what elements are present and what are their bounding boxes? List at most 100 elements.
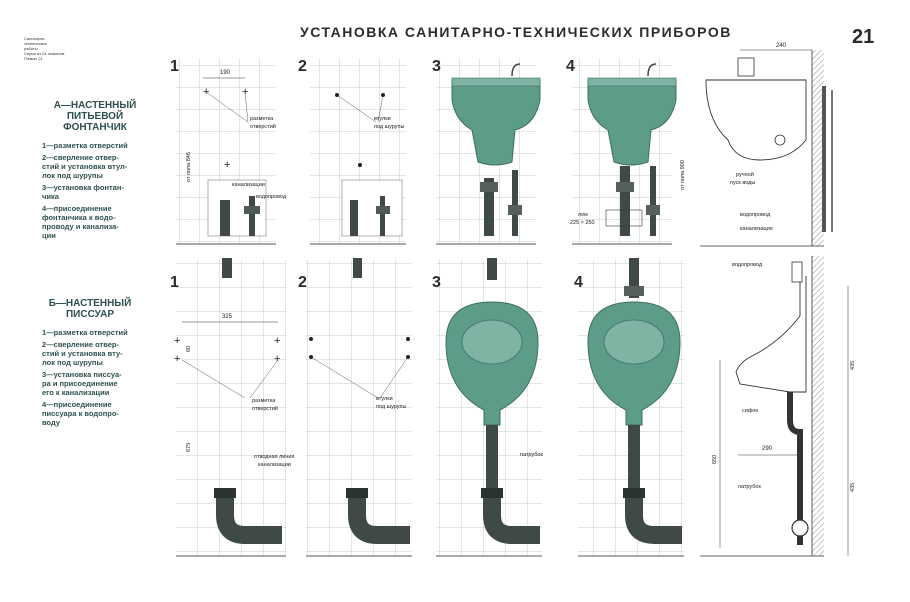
step-line: проводу и канализа- xyxy=(42,222,119,231)
side-view-fountain xyxy=(700,49,833,247)
callout-label: канализации xyxy=(258,462,291,468)
step-line: писсуара к водопро- xyxy=(42,409,119,418)
corner-note-line: Плакат 21 xyxy=(24,56,43,61)
callout-label: люк xyxy=(578,212,588,218)
step-a4: 4—присоединение фонтанчика к водо- прово… xyxy=(42,204,157,240)
height-label: от пола 846 xyxy=(186,152,192,182)
step-line: стий и установка вту- xyxy=(42,349,123,358)
panel-a2 xyxy=(310,58,406,245)
water-pipe xyxy=(249,196,255,236)
callout-label: отводная линия xyxy=(254,454,295,460)
step-line: 1—разметка отверстий xyxy=(42,328,128,337)
panel-number: 3 xyxy=(432,58,441,75)
step-line: ции xyxy=(42,231,56,240)
step-line: его к канализации xyxy=(42,388,110,397)
dimension-label: 290 xyxy=(762,446,773,452)
callout-label: под шурупы xyxy=(374,124,405,130)
section-a-steps: 1—разметка отверстий 2—сверление отвер- … xyxy=(42,141,157,240)
mark-plus: + xyxy=(242,86,248,98)
step-line: 4—присоединение xyxy=(42,204,112,213)
poster-title: УСТАНОВКА САНИТАРНО-ТЕХНИЧЕСКИХ ПРИБОРОВ xyxy=(300,24,732,40)
dimension-label: 325 xyxy=(222,314,233,320)
callout-label: втулки xyxy=(376,396,393,402)
step-line: 4—присоединение xyxy=(42,400,112,409)
corner-note-line: технические xyxy=(24,41,47,46)
step-line: 2—сверление отвер- xyxy=(42,153,119,162)
panel-b1: + + + + xyxy=(174,258,286,557)
callout-label: пуск воды xyxy=(730,180,756,186)
step-line: стий и установка втул- xyxy=(42,162,128,171)
callout-label: ручной xyxy=(736,172,754,178)
step-line: 3—установка фонтан- xyxy=(42,183,124,192)
step-a2: 2—сверление отвер- стий и установка втул… xyxy=(42,153,157,180)
step-b4: 4—присоединение писсуара к водопро- воду xyxy=(42,400,157,427)
panel-number: 1 xyxy=(170,274,179,291)
access-hatch xyxy=(605,209,643,227)
callout-label: канализация xyxy=(740,226,773,232)
callout-label: под шурупы xyxy=(376,404,407,410)
sewer-elbow xyxy=(216,492,282,544)
svg-text:+: + xyxy=(174,335,180,347)
section-a-title: А—НАСТЕННЫЙ ПИТЬЕВОЙ ФОНТАНЧИК xyxy=(40,100,150,133)
height-label: от пола 900 xyxy=(680,160,686,190)
drinking-fountain xyxy=(451,79,541,166)
page-number: 21 xyxy=(852,26,875,48)
dimension-label: 675 xyxy=(186,442,192,452)
step-line: 2—сверление отвер- xyxy=(42,340,119,349)
panel-b4 xyxy=(578,258,684,557)
callout-label: разметка xyxy=(250,116,274,122)
panel-number: 4 xyxy=(566,58,575,75)
step-line: лок под шурупы xyxy=(42,358,103,367)
callout-label: отверстий xyxy=(250,124,276,130)
step-b3: 3—установка писсуа- ра и присоединение е… xyxy=(42,370,157,397)
section-a-title-line: А—НАСТЕННЫЙ xyxy=(53,100,137,111)
panel-a3 xyxy=(436,58,541,245)
callout-label: втулки xyxy=(374,116,391,122)
svg-text:+: + xyxy=(274,353,280,365)
sewer-pipe xyxy=(220,200,230,236)
step-line: лок под шурупы xyxy=(42,171,103,180)
callout-label: канализации xyxy=(232,182,265,188)
section-b-title: Б—НАСТЕННЫЙ ПИССУАР xyxy=(40,298,140,320)
step-line: 1—разметка отверстий xyxy=(42,141,128,150)
panel-b3 xyxy=(436,258,542,557)
callout-label: водопровод xyxy=(732,262,763,268)
step-line: воду xyxy=(42,418,61,427)
step-b2: 2—сверление отвер- стий и установка вту-… xyxy=(42,340,157,367)
dimension-label: 435 xyxy=(850,360,856,370)
section-b-title-line: ПИССУАР xyxy=(65,309,115,320)
svg-text:+: + xyxy=(274,335,280,347)
section-b-title-line: Б—НАСТЕННЫЙ xyxy=(48,298,132,309)
svg-text:+: + xyxy=(174,353,180,365)
panel-a1: + + + xyxy=(176,58,276,245)
urinal-profile xyxy=(735,276,807,393)
step-line: 3—установка писсуа- xyxy=(42,370,122,379)
step-a3: 3—установка фонтан- чика xyxy=(42,183,157,201)
step-a1: 1—разметка отверстий xyxy=(42,141,157,150)
callout-label: водопровод xyxy=(740,212,771,218)
step-line: чика xyxy=(42,192,59,201)
corner-note-line: Санитарно- xyxy=(24,36,46,41)
panel-number: 2 xyxy=(298,274,307,291)
dimension-label: 190 xyxy=(220,70,231,76)
section-a-title-line: ФОНТАНЧИК xyxy=(63,122,127,133)
callout-label: 225 × 250 xyxy=(570,220,595,226)
callout-label: патрубок xyxy=(520,452,543,458)
callout-label: сифон xyxy=(742,408,759,414)
callout-label: отверстий xyxy=(252,406,278,412)
dimension-label: 650 xyxy=(712,454,718,464)
dimension-label: 435 xyxy=(850,482,856,492)
step-line: фонтанчика к водо- xyxy=(42,213,116,222)
side-view-urinal xyxy=(700,256,849,557)
panel-number: 3 xyxy=(432,274,441,291)
anchor-hole xyxy=(358,163,362,167)
step-line: ра и присоединение xyxy=(42,379,118,388)
corner-note: Санитарно- технические работы Серия из 2… xyxy=(24,36,84,61)
dimension-label: 60 xyxy=(186,345,192,352)
corner-note-line: работы xyxy=(24,46,38,51)
panel-b2 xyxy=(306,258,412,557)
panel-number: 4 xyxy=(574,274,583,291)
panel-a4 xyxy=(572,58,677,245)
drinking-fountain xyxy=(587,79,677,166)
